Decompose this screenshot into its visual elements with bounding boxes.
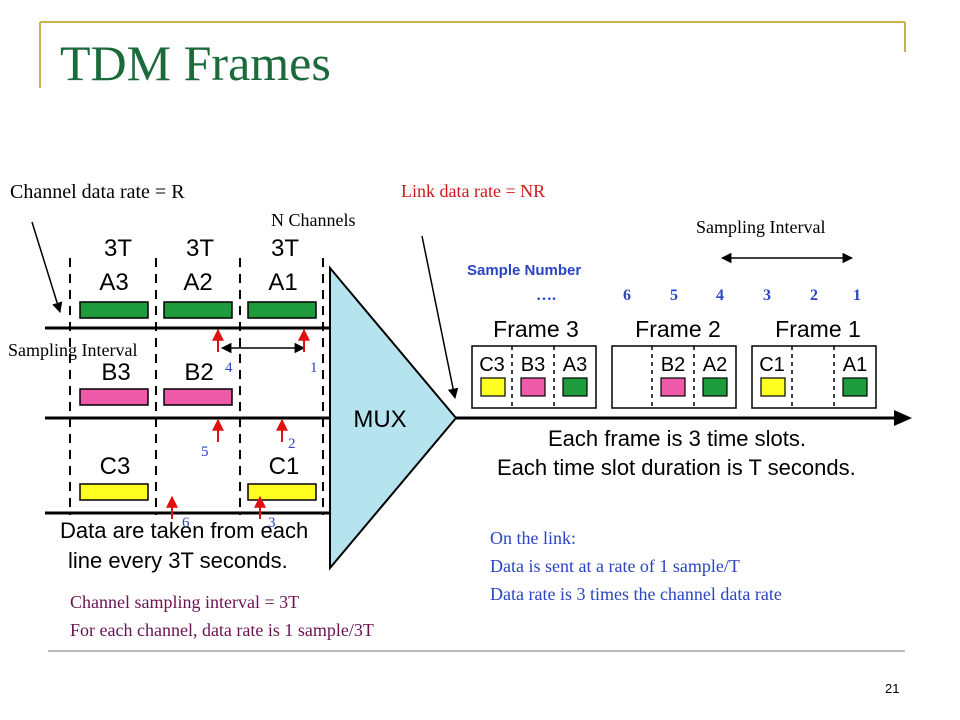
slot-block-b2: [660, 377, 686, 397]
frame-slot-label: C3: [479, 354, 505, 376]
slot-block-b3: [520, 377, 546, 397]
slide-title: TDM Frames: [60, 35, 331, 91]
sampling-interval-label: Sampling Interval: [696, 217, 826, 237]
page-number: 21: [885, 681, 900, 696]
frame-slot-label: C1: [759, 354, 785, 376]
caption-left-line1: Data are taken from each: [60, 518, 308, 543]
channel-data-rate-label: Channel data rate = R: [10, 181, 185, 203]
channel-b-label: B2: [184, 359, 213, 386]
sample-block-b2: [163, 388, 233, 406]
channel-b-label: B3: [101, 359, 130, 386]
link-note-rate: Data is sent at a rate of 1 sample/T: [490, 556, 740, 576]
frame-slot-label: A1: [843, 354, 867, 376]
sample-number-label: Sample Number: [467, 262, 581, 279]
sample-number: ….: [536, 287, 556, 304]
sample-marker: 3: [268, 515, 276, 531]
sample-number: 6: [623, 287, 631, 304]
sample-number: 2: [810, 287, 818, 304]
frame-3: [471, 345, 597, 409]
sample-number: 5: [670, 287, 678, 304]
caption-left-line2: line every 3T seconds.: [68, 548, 288, 573]
slot-block-a3: [562, 377, 588, 397]
link-data-rate-label: Link data rate = NR: [401, 181, 546, 201]
mux-block: [329, 265, 458, 571]
frame-slot-label: A3: [563, 354, 587, 376]
sample-marker: 6: [182, 515, 190, 531]
sample-block-a1: [247, 301, 317, 319]
slot-block-a1: [842, 377, 868, 397]
sampling-interval-label-left: Sampling Interval: [8, 340, 138, 360]
frame-1: [751, 345, 877, 409]
link-arrowhead: [894, 410, 912, 426]
slot-block-a2: [702, 377, 728, 397]
sample-block-a3: [79, 301, 149, 319]
frame-title: Frame 3: [493, 316, 579, 342]
channel-a-label: A2: [183, 269, 212, 296]
column-header: 3T: [104, 235, 132, 262]
channel-data-rate-note: For each channel, data rate is 1 sample/…: [70, 620, 374, 640]
sample-number: 3: [763, 287, 771, 304]
sample-marker: 2: [288, 436, 296, 452]
n-channels-label: N Channels: [271, 210, 356, 230]
frame-2: [611, 345, 737, 409]
frame-title: Frame 2: [635, 316, 721, 342]
sample-marker: 5: [201, 444, 209, 460]
mux-label: MUX: [353, 406, 406, 433]
channel-sampling-interval-note: Channel sampling interval = 3T: [70, 592, 300, 612]
column-header: 3T: [186, 235, 214, 262]
sample-number: 1: [853, 287, 861, 304]
pointer-arrow: [421, 235, 459, 400]
frame-title: Frame 1: [775, 316, 861, 342]
pointer-arrow: [31, 221, 63, 314]
sample-block-b3: [79, 388, 149, 406]
sample-marker: 1: [310, 360, 318, 376]
frame-slot-label: B3: [521, 354, 545, 376]
sample-marker: 4: [225, 360, 233, 376]
caption-right-line1: Each frame is 3 time slots.: [548, 426, 806, 451]
channel-a-label: A3: [99, 269, 128, 296]
column-header: 3T: [271, 235, 299, 262]
sample-block-c1: [247, 483, 317, 501]
channel-a-label: A1: [268, 269, 297, 296]
sample-number: 4: [716, 287, 724, 304]
link-note-heading: On the link:: [490, 528, 576, 548]
frame-slot-label: A2: [703, 354, 727, 376]
sample-block-a2: [163, 301, 233, 319]
frame-slot-label: B2: [661, 354, 685, 376]
caption-right-line2: Each time slot duration is T seconds.: [497, 455, 856, 480]
sample-block-c3: [79, 483, 149, 501]
slot-block-c3: [480, 377, 506, 397]
link-note-ratio: Data rate is 3 times the channel data ra…: [490, 584, 782, 604]
slot-block-c1: [760, 377, 786, 397]
channel-c-label: C3: [100, 453, 131, 480]
channel-c-label: C1: [269, 453, 300, 480]
